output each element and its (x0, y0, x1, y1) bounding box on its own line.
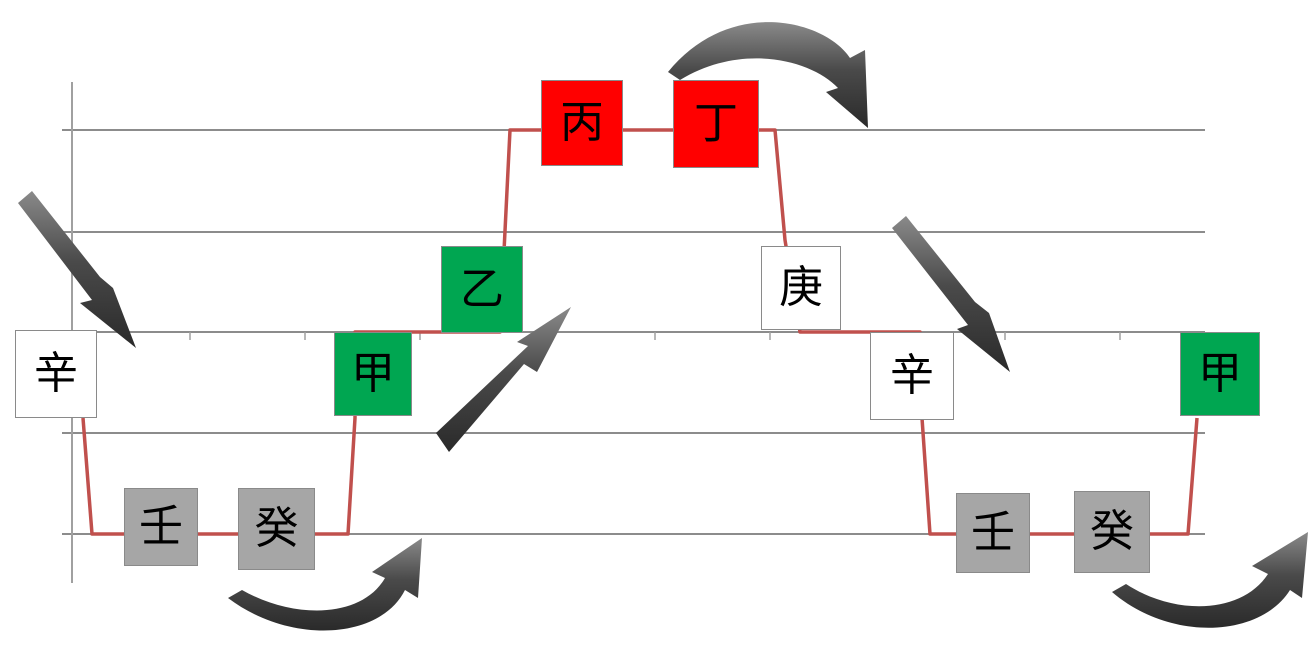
stem-box-yi: 乙 (441, 246, 523, 333)
arrow-down-right-icon (18, 191, 136, 348)
stem-box-xin-right: 辛 (870, 332, 954, 420)
stem-label: 辛 (34, 348, 78, 399)
stem-box-xin-left: 辛 (15, 330, 97, 418)
stem-label: 庚 (779, 262, 823, 313)
arrow-down-right-icon (892, 216, 1010, 372)
stem-label: 癸 (254, 503, 299, 554)
stem-label: 丁 (694, 98, 738, 149)
stem-box-jia-left: 甲 (334, 332, 412, 416)
stem-box-jia-right: 甲 (1180, 332, 1260, 416)
connector-line (81, 128, 1199, 536)
stem-label: 癸 (1090, 506, 1134, 557)
stem-box-bing: 丙 (541, 80, 623, 166)
stem-label: 壬 (139, 501, 183, 552)
stem-box-ren-left: 壬 (124, 488, 198, 566)
stem-box-ren-right: 壬 (956, 493, 1030, 573)
stem-label: 丙 (560, 97, 604, 148)
stem-label: 辛 (890, 350, 934, 401)
curved-arrow-icon (228, 538, 422, 631)
stem-box-ding: 丁 (673, 80, 759, 168)
stem-label: 乙 (460, 263, 504, 315)
stem-box-geng: 庚 (761, 246, 841, 330)
curved-arrow-icon (668, 22, 868, 129)
stem-label: 甲 (1198, 348, 1242, 399)
stem-box-gui-left: 癸 (238, 488, 315, 570)
stem-label: 壬 (971, 507, 1015, 558)
arrow-up-right-icon (436, 307, 571, 452)
curved-arrow-icon (1112, 532, 1308, 628)
stem-box-gui-right: 癸 (1074, 491, 1150, 573)
grid (62, 82, 1205, 583)
stem-label: 甲 (351, 348, 395, 399)
